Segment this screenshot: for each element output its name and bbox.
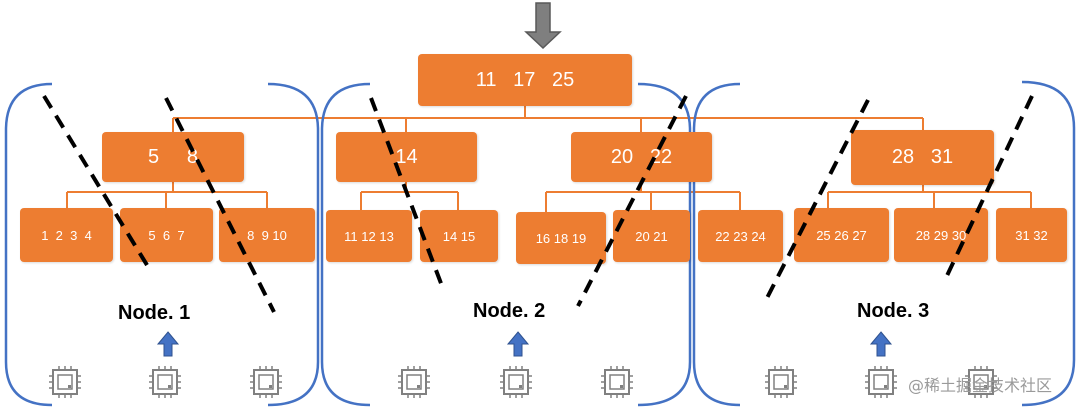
node-1-left-bracket: [4, 82, 53, 407]
cpu-chip-icon: [600, 365, 634, 399]
cpu-chip-icon: [48, 365, 82, 399]
node-2-label: Node. 2: [473, 300, 546, 322]
up-arrow-icon: [156, 331, 180, 357]
internal-node-5-8: 5 8: [102, 132, 244, 182]
leaf-node: 8 9 10: [219, 208, 315, 262]
leaf-node: 22 23 24: [698, 210, 783, 262]
node-2-right-bracket: [637, 82, 692, 407]
leaf-node: 14 15: [420, 210, 498, 262]
node-3-right-bracket: [1021, 80, 1076, 407]
cpu-chip-icon: [148, 365, 182, 399]
internal-node-20-22: 20 22: [571, 132, 712, 182]
node-brackets: [4, 80, 1076, 407]
cpu-chip-icon: [864, 365, 898, 399]
cpu-chip-icon: [764, 365, 798, 399]
internal-node-14: 14: [336, 132, 477, 182]
node-2-left-bracket: [320, 82, 371, 407]
watermark: @稀土掘金技术社区: [908, 376, 1053, 395]
leaf-node: 25 26 27: [794, 208, 889, 262]
node-3-left-bracket: [692, 82, 741, 407]
leaf-node: 16 18 19: [516, 212, 606, 264]
node-1-right-bracket: [267, 82, 320, 407]
node-3-label: Node. 3: [857, 300, 930, 322]
up-arrow-icon: [506, 331, 530, 357]
leaf-node: 31 32: [996, 208, 1067, 262]
internal-node-28-31: 28 31: [851, 130, 994, 185]
root-node: 11 17 25: [418, 54, 632, 106]
cpu-chip-icon: [397, 365, 431, 399]
down-arrow-icon: [524, 2, 562, 50]
leaf-node: 11 12 13: [326, 210, 412, 262]
leaf-node: 1 2 3 4: [20, 208, 113, 262]
leaf-node: 28 29 30: [894, 208, 988, 262]
leaf-node: 20 21: [613, 210, 690, 262]
up-arrow-icon: [869, 331, 893, 357]
node-1-label: Node. 1: [118, 302, 191, 324]
leaf-node: 5 6 7: [120, 208, 213, 262]
cpu-chip-icon: [249, 365, 283, 399]
cpu-chip-icon: [499, 365, 533, 399]
